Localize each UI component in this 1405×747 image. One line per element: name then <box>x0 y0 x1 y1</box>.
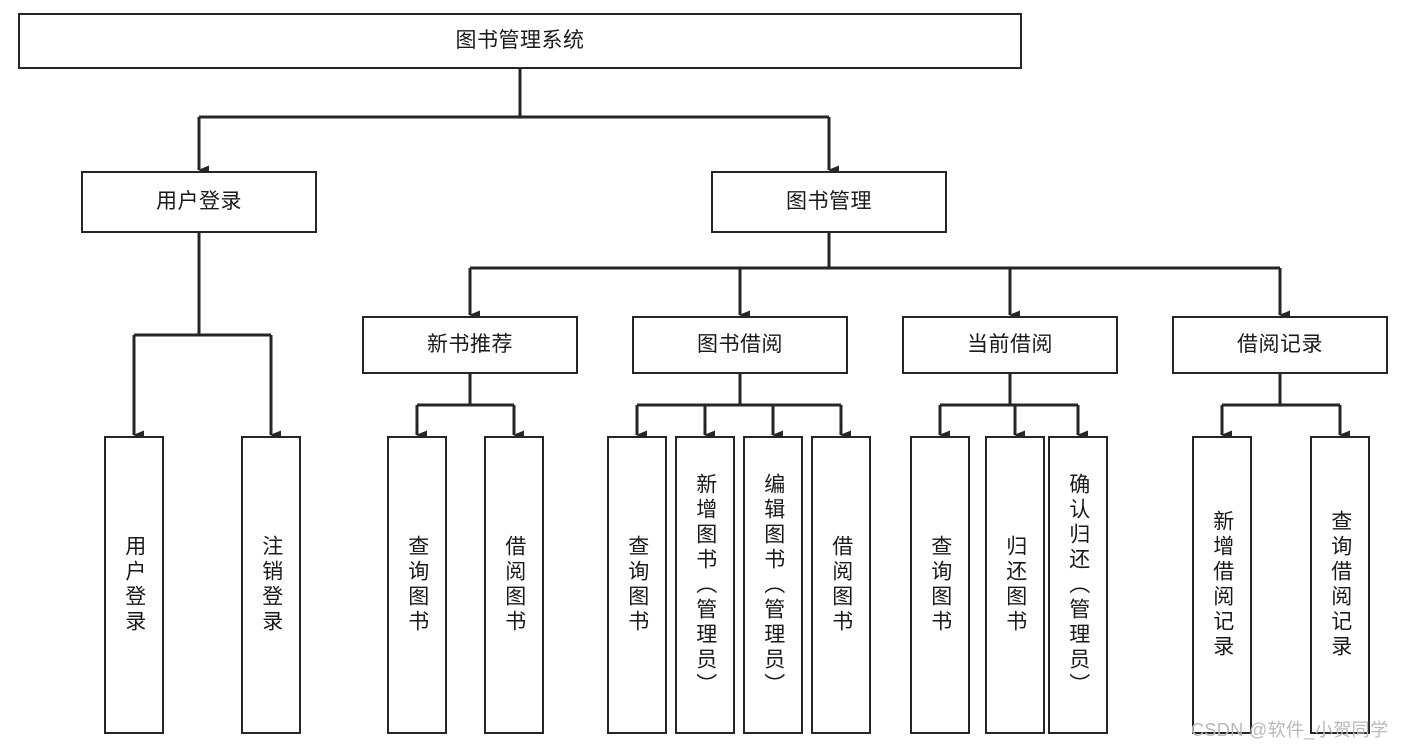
node-leaf-query-book-borrow[interactable]: 查询图书 <box>607 436 667 734</box>
node-leaf-add-record[interactable]: 新增借阅记录 <box>1192 436 1252 734</box>
node-label: 图书借阅 <box>697 333 783 357</box>
connector-group <box>132 69 1350 440</box>
node-label: 归还图书 <box>1003 535 1027 635</box>
node-label: 查询借阅记录 <box>1328 510 1352 660</box>
node-leaf-query-book-current[interactable]: 查询图书 <box>910 436 970 734</box>
node-label: 新书推荐 <box>427 333 513 357</box>
node-leaf-query-book-new[interactable]: 查询图书 <box>387 436 447 734</box>
node-label: 借阅记录 <box>1237 333 1323 357</box>
node-leaf-add-book[interactable]: 新增图书（管理员） <box>675 436 735 734</box>
node-leaf-user-login[interactable]: 用户登录 <box>104 436 164 734</box>
node-leaf-edit-book[interactable]: 编辑图书（管理员） <box>743 436 803 734</box>
node-label: 编辑图书（管理员） <box>761 472 785 698</box>
node-label: 借阅图书 <box>502 535 526 635</box>
node-label: 查询图书 <box>625 535 649 635</box>
node-label: 新增借阅记录 <box>1210 510 1234 660</box>
node-label: 查询图书 <box>928 535 952 635</box>
node-leaf-logout[interactable]: 注销登录 <box>241 436 301 734</box>
node-book-borrow[interactable]: 图书借阅 <box>632 316 848 374</box>
node-label: 确认归还（管理员） <box>1066 472 1090 698</box>
node-leaf-query-record[interactable]: 查询借阅记录 <box>1310 436 1370 734</box>
node-current-borrow[interactable]: 当前借阅 <box>902 316 1118 374</box>
node-label: 注销登录 <box>259 535 283 635</box>
node-leaf-return-book[interactable]: 归还图书 <box>985 436 1045 734</box>
node-label: 借阅图书 <box>829 535 853 635</box>
node-label: 新增图书（管理员） <box>693 472 717 698</box>
node-label: 当前借阅 <box>967 333 1053 357</box>
node-borrow-record[interactable]: 借阅记录 <box>1172 316 1388 374</box>
node-label: 用户登录 <box>122 535 146 635</box>
node-root[interactable]: 图书管理系统 <box>18 13 1022 69</box>
node-new-book-recommend[interactable]: 新书推荐 <box>362 316 578 374</box>
node-leaf-confirm-return[interactable]: 确认归还（管理员） <box>1048 436 1108 734</box>
node-label: 图书管理 <box>786 190 872 214</box>
node-leaf-borrow-book-new[interactable]: 借阅图书 <box>484 436 544 734</box>
node-label: 用户登录 <box>156 190 242 214</box>
node-user-login[interactable]: 用户登录 <box>81 171 317 233</box>
node-label: 查询图书 <box>405 535 429 635</box>
node-leaf-borrow-book[interactable]: 借阅图书 <box>811 436 871 734</box>
node-label: 图书管理系统 <box>455 29 585 53</box>
node-book-manage[interactable]: 图书管理 <box>711 171 947 233</box>
